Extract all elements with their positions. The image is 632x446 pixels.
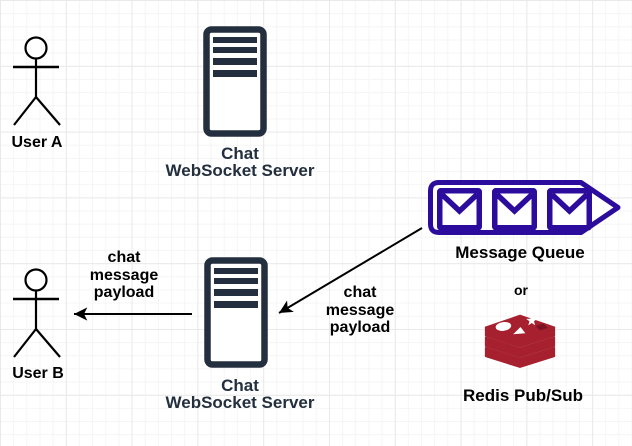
user-b-actor-icon <box>13 268 61 358</box>
user-a-actor-icon <box>13 36 61 126</box>
arrow-server-to-user-b <box>74 307 192 321</box>
redis-triangle-shape <box>513 326 526 335</box>
envelope-icon <box>437 188 482 231</box>
server-bottom-label: Chat WebSocket Server <box>165 376 315 412</box>
user-b-label: User B <box>12 365 64 382</box>
arrow-queue-to-server <box>278 227 423 314</box>
redis-square-shape <box>535 323 548 331</box>
redis-icon <box>484 314 556 368</box>
message-queue-label: Message Queue <box>455 243 585 262</box>
or-label: or <box>514 282 528 298</box>
user-a-label: User A <box>11 134 63 151</box>
edge-label-queue-to-server: chat message payload <box>325 284 395 336</box>
envelope-icon <box>547 188 592 231</box>
redis-star-shape <box>526 314 538 326</box>
server-top-icon <box>203 26 267 137</box>
envelope-icon <box>492 188 537 231</box>
message-queue-icon <box>428 180 621 235</box>
server-bottom-icon <box>204 257 268 368</box>
server-top-label: Chat WebSocket Server <box>165 144 315 180</box>
edge-label-server-to-user-b: chat message payload <box>89 249 159 301</box>
redis-ellipse-shape <box>495 321 512 331</box>
redis-label: Redis Pub/Sub <box>463 386 583 405</box>
